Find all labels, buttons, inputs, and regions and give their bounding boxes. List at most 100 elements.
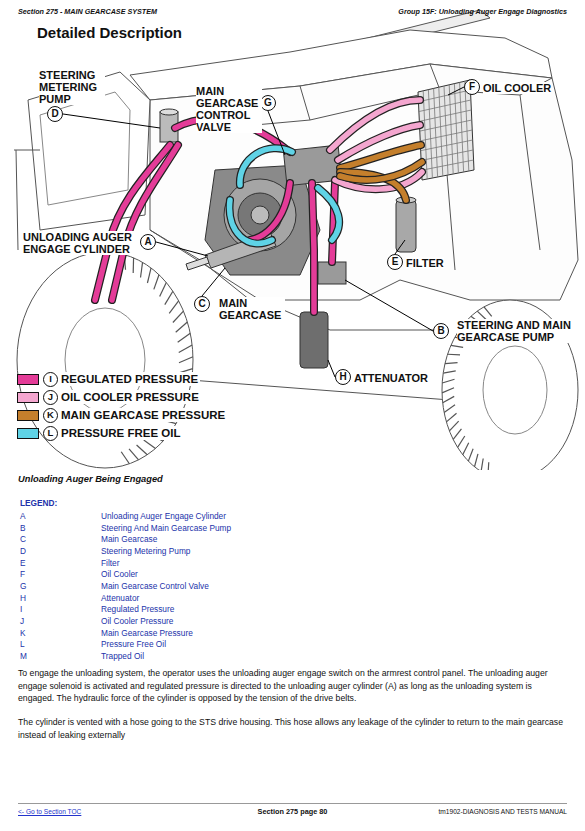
part-name: MAIN GEARCASE — [219, 297, 285, 321]
page-footer: Section 275 page 80 — [200, 807, 385, 816]
pump-cap — [160, 109, 178, 115]
tire-tread — [443, 371, 456, 373]
gearcase-shaft — [251, 206, 269, 224]
legend-swatch — [17, 392, 39, 403]
tire-tread — [448, 354, 460, 356]
hydraulic-hose — [312, 183, 314, 312]
legend-item-name: Attenuator — [101, 593, 139, 603]
legend-item-name: Unloading Auger Engage Cylinder — [101, 511, 226, 521]
legend-item-name: Trapped Oil — [101, 651, 144, 661]
body-paragraph: The cylinder is vented with a hose going… — [18, 716, 570, 741]
leader-line — [202, 268, 225, 296]
callout-letter: D — [48, 107, 62, 120]
callout-circle: HATTENUATOR — [335, 369, 351, 385]
cooler-fin — [419, 110, 471, 121]
leader-line — [395, 240, 405, 254]
legend-letter-circle: I — [43, 372, 58, 387]
part-name: STEERING AND MAIN GEARCASE PUMP — [457, 319, 583, 343]
combine-body — [150, 64, 578, 300]
body-paragraph: To engage the unloading system, the oper… — [18, 667, 570, 705]
legend-text: MAIN GEARCASE PRESSURE — [61, 408, 227, 422]
cooler-fin — [418, 90, 470, 102]
cooler-fin — [420, 130, 472, 141]
hydraulic-hose — [332, 183, 335, 262]
tire-tread — [141, 262, 143, 277]
legend-letter: J — [44, 391, 57, 404]
tire-tread — [165, 291, 173, 304]
legend-item-letter: I — [20, 604, 22, 614]
tire-tread — [484, 307, 492, 316]
callout-circle: EFILTER — [387, 254, 403, 270]
hose-outline — [318, 188, 339, 240]
callout-circle: BSTEERING AND MAIN GEARCASE PUMP — [433, 323, 449, 339]
legend-item-letter: M — [20, 651, 27, 661]
tire-tread — [160, 283, 167, 297]
hose-outline — [112, 145, 178, 300]
legend-item-letter: L — [20, 639, 25, 649]
cooler-fin — [421, 150, 473, 160]
tire-tread — [176, 322, 188, 332]
hose-outline — [230, 200, 272, 244]
callout-letter: E — [388, 255, 402, 268]
combine-body-group — [14, 10, 578, 470]
front-tire — [17, 252, 193, 468]
legend-swatch — [17, 374, 39, 385]
callout-letter: G — [261, 96, 275, 109]
part-name: OIL COOLER — [483, 82, 551, 94]
gearcase-cover — [224, 179, 296, 251]
tire-tread — [451, 345, 463, 347]
tire-tread — [154, 275, 159, 290]
hose-outline — [340, 162, 422, 180]
callout-circle: DSTEERING METERING PUMP — [47, 106, 63, 122]
cooler-fin — [465, 81, 469, 171]
cooler-fin — [434, 88, 438, 177]
cooler-fin — [454, 84, 458, 173]
legend-item-letter: C — [20, 534, 26, 544]
cooler-fin — [460, 82, 464, 172]
tire-tread — [442, 388, 454, 393]
part-name: ATTENUATOR — [354, 372, 428, 384]
tire-tread — [443, 396, 455, 402]
hose-outline — [332, 183, 335, 262]
tire-tread — [442, 379, 454, 383]
legend-item-name: Main Gearcase Pressure — [101, 628, 193, 638]
tire-tread — [137, 445, 148, 455]
legend-letter: I — [44, 373, 57, 386]
callout-letter: H — [336, 370, 350, 383]
tire-tread — [445, 362, 458, 364]
tire-tread — [169, 301, 178, 313]
cooler-fin — [428, 90, 432, 178]
legend-item-name: Main Gearcase Control Valve — [101, 581, 209, 591]
tire-tread — [458, 436, 465, 447]
legend-letter-circle: K — [43, 408, 58, 423]
gearcase-hub — [238, 193, 282, 237]
wheel-hub — [483, 346, 547, 434]
legend-item-letter: F — [20, 569, 25, 579]
legend-item-letter: E — [20, 558, 26, 568]
tire-tread — [475, 454, 478, 467]
legend-item-letter: G — [20, 581, 26, 591]
legend-item-name: Regulated Pressure — [101, 604, 174, 614]
leader-line — [63, 114, 160, 128]
leader-line — [268, 111, 285, 155]
attenuator-canister — [300, 312, 328, 368]
tire-tread — [468, 449, 473, 461]
cooler-fin — [419, 100, 471, 112]
legend-item-letter: J — [20, 616, 24, 626]
tire-tread — [173, 311, 184, 322]
cooler-grid-group — [418, 81, 473, 179]
tire-tread — [178, 333, 191, 342]
legend-swatch — [17, 410, 39, 421]
hydraulic-hose — [230, 200, 272, 244]
tire-tread — [453, 429, 461, 440]
legend-letter-circle: J — [43, 390, 58, 405]
leader-line — [328, 360, 335, 377]
hydraulic-hose — [340, 162, 422, 180]
hydraulic-hose — [250, 183, 290, 240]
legend-item-name: Main Gearcase — [101, 534, 157, 544]
tire-tread — [121, 452, 129, 464]
part-name: MAIN GEARCASE CONTROL VALVE — [196, 85, 262, 133]
tire-tread — [144, 440, 156, 448]
component-group — [160, 80, 474, 368]
